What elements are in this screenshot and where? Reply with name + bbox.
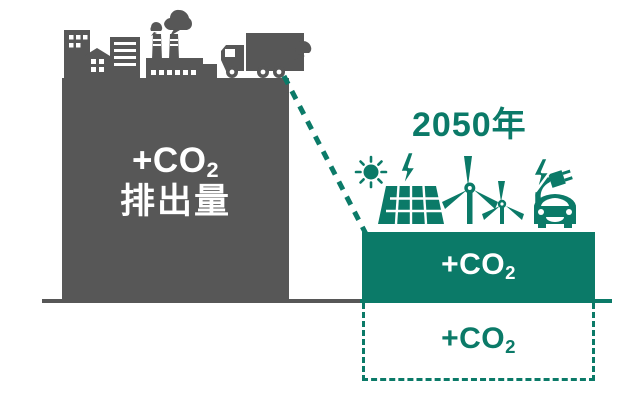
exhaust-cloud-icon — [294, 40, 312, 60]
future-emissions-bar — [362, 232, 595, 300]
offset-label: +CO2 — [441, 322, 516, 357]
current-emissions-label: +CO2 排出量 — [62, 140, 289, 223]
current-emissions-bar — [62, 78, 289, 300]
sun-icon — [354, 155, 388, 189]
wind-turbine-large-icon — [442, 156, 498, 224]
renewable-icons-svg — [354, 150, 577, 228]
smoke-cloud-icon — [150, 21, 163, 36]
year-label: 2050年 — [412, 106, 527, 144]
renewable-icon-group — [352, 150, 602, 234]
ev-charging-car-icon — [533, 194, 577, 228]
ground-baseline-teal-segment — [360, 299, 612, 303]
wind-turbine-small-icon — [482, 181, 524, 224]
lightning-bolt-icon — [531, 156, 552, 193]
smoke-cloud-icon — [164, 9, 193, 36]
current-emissions-line2: 排出量 — [119, 182, 231, 222]
emission-icon-group — [58, 8, 318, 80]
ground-baseline — [42, 299, 612, 303]
future-emissions-label: +CO2 — [441, 248, 516, 283]
solar-panel-icon — [378, 185, 444, 225]
offset-dashed-box — [362, 303, 595, 381]
truck-icon — [221, 33, 304, 78]
lightning-bolt-icon — [398, 150, 418, 190]
city-buildings-icon — [64, 30, 140, 78]
factory-icon — [146, 34, 217, 78]
charging-plug-icon — [535, 169, 573, 205]
current-emissions-line1: +CO2 — [131, 141, 219, 182]
emission-icons-svg — [64, 9, 312, 78]
